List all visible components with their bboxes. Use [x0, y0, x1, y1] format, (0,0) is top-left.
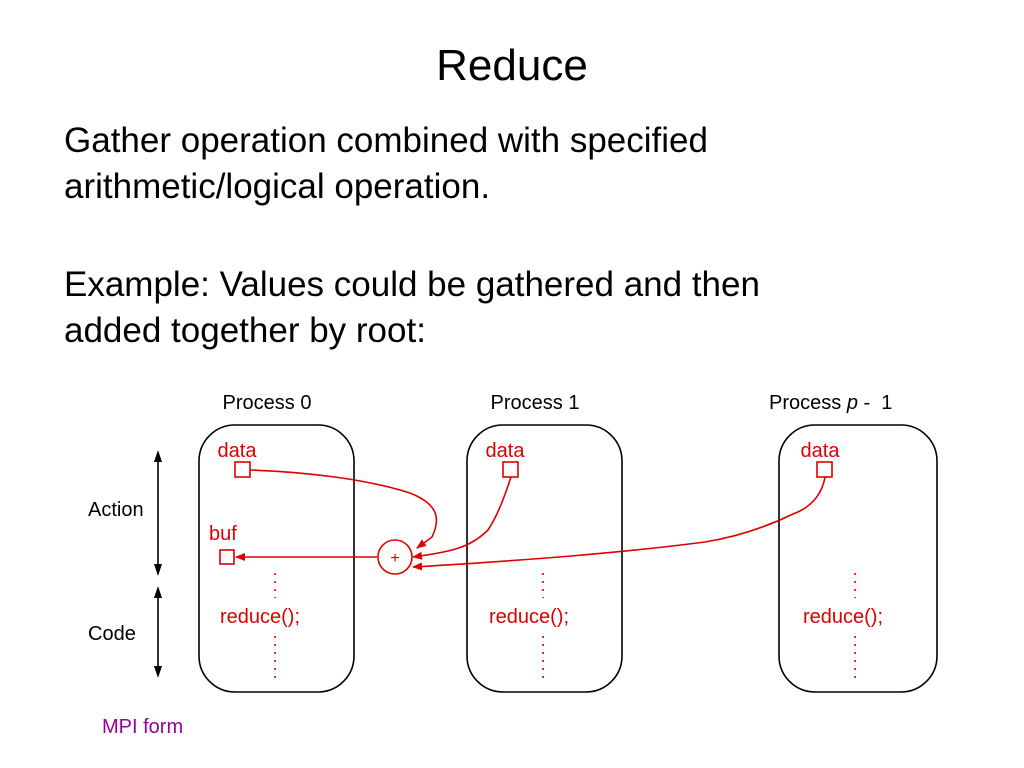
description-paragraph: Gather operation combined with specified…: [64, 118, 964, 210]
code-label: Code: [88, 623, 136, 645]
process-1-box: [466, 424, 623, 693]
process-last-code-label: reduce();: [803, 606, 883, 628]
description-line-1: Gather operation combined with specified: [64, 121, 708, 160]
buf-label: buf: [209, 523, 237, 545]
process-0-code-label: reduce();: [220, 606, 300, 628]
example-paragraph: Example: Values could be gathered and th…: [64, 262, 964, 354]
action-label: Action: [88, 499, 144, 521]
buf-cell: [219, 549, 235, 565]
action-span-arrow-down: [154, 564, 162, 576]
process-0-data-label: data: [218, 440, 258, 462]
process-0-label: Process 0: [223, 392, 312, 414]
process-0-box: [198, 424, 355, 693]
action-span-arrow-up: [154, 450, 162, 462]
process-last-box: [778, 424, 938, 693]
operator-symbol: +: [390, 550, 399, 567]
process-1-data-label: data: [486, 440, 526, 462]
process-last-data-cell: [816, 461, 833, 478]
example-line-1: Example: Values could be gathered and th…: [64, 265, 760, 304]
process-0-data-cell: [234, 461, 251, 478]
code-span-arrow-up: [154, 586, 162, 598]
arrow-data1-to-operator: [412, 476, 512, 560]
process-1-data-cell: [502, 461, 519, 478]
process-1-code-label: reduce();: [489, 606, 569, 628]
mpi-form-note: MPI form: [102, 716, 183, 738]
process-1-label: Process 1: [491, 392, 580, 414]
plus-operator-icon: [377, 539, 413, 575]
description-line-2: arithmetic/logical operation.: [64, 167, 491, 206]
process-last-label: Process p - 1: [769, 392, 892, 414]
arrow-datalast-to-operator: [412, 476, 826, 571]
example-line-2: added together by root:: [64, 311, 426, 350]
slide-title: Reduce: [436, 41, 588, 90]
code-span-arrow-down: [154, 666, 162, 678]
process-last-data-label: data: [801, 440, 841, 462]
arrow-data0-to-operator: [249, 469, 438, 549]
